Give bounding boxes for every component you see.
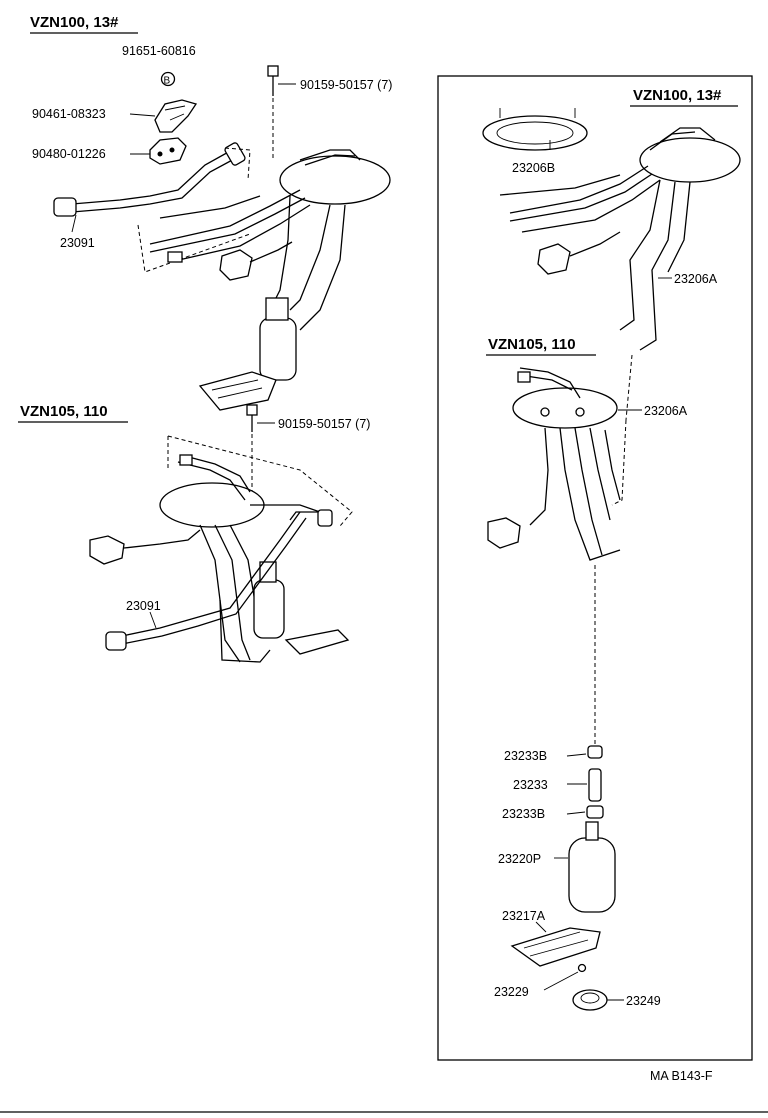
- left-top-group: VZN100, 13# 91651-60816 B 90461-08323 90…: [30, 14, 392, 500]
- circle-b-label: B: [164, 76, 171, 87]
- grommet-b-icon: [160, 71, 176, 87]
- connector-bottom: [89, 535, 125, 565]
- label-23206A-mid: 23206A: [644, 404, 688, 418]
- pump-flange-right-top: [639, 137, 741, 183]
- label-23233: 23233: [513, 778, 548, 792]
- label-91651: 91651-60816: [122, 44, 196, 58]
- cushion-23233B-top: [587, 745, 603, 759]
- right-top-header: VZN100, 13#: [633, 87, 722, 104]
- label-23220P: 23220P: [498, 852, 541, 866]
- filter-23217A: [510, 927, 601, 967]
- connector-right-top: [537, 243, 571, 275]
- cushion-23233B-bottom: [586, 805, 604, 819]
- bracket-right-top: [619, 179, 661, 331]
- filter-top: [198, 371, 277, 411]
- hose-end-left-top: [53, 197, 77, 217]
- filter-bottom: [284, 629, 350, 655]
- hose-end-right-top: [224, 142, 246, 166]
- right-panel: VZN100, 13# 23206B 23206A VZN105, 110: [437, 75, 753, 1061]
- label-23249: 23249: [626, 994, 661, 1008]
- gasket-23206B: [482, 115, 588, 151]
- right-panel-border: [437, 75, 753, 1061]
- bolt-mid-icon: [246, 404, 258, 416]
- label-90159-top: 90159-50157 (7): [300, 78, 392, 92]
- fuel-line-1: [149, 189, 301, 245]
- right-mid-header: VZN105, 110: [488, 336, 576, 353]
- label-23233B-top: 23233B: [504, 749, 547, 763]
- fuel-pump-23220P: [568, 837, 616, 913]
- label-23217A: 23217A: [502, 909, 546, 923]
- label-23233B-bottom: 23233B: [502, 807, 545, 821]
- label-90480: 90480-01226: [32, 147, 106, 161]
- fuel-hose-bottom: [121, 511, 301, 637]
- fuel-pump-top: [259, 317, 297, 381]
- bracket-right-mid: [559, 427, 621, 561]
- fuel-hose-top: [71, 149, 233, 205]
- label-23091-top: 23091: [60, 236, 95, 250]
- clamp-90461-icon: [154, 99, 198, 133]
- diagram-code: MA B143-F: [650, 1069, 713, 1083]
- bracket-bottom: [199, 524, 241, 663]
- label-23091-bottom: 23091: [126, 599, 161, 613]
- label-23229: 23229: [494, 985, 529, 999]
- fuel-pump-bottom: [253, 579, 285, 639]
- label-90159-mid: 90159-50157 (7): [278, 417, 370, 431]
- left-bottom-header: VZN105, 110: [20, 403, 108, 420]
- pump-flange-right-mid: [512, 387, 618, 429]
- label-90461: 90461-08323: [32, 107, 106, 121]
- bolt-top-icon: [267, 65, 279, 77]
- left-top-header: VZN100, 13#: [30, 14, 119, 31]
- clip-23229: [577, 963, 587, 973]
- pump-flange-top: [279, 155, 391, 205]
- hose-23233: [588, 768, 602, 802]
- left-bottom-group: VZN105, 110 23091: [18, 403, 353, 663]
- connector-right-mid: [487, 517, 521, 549]
- label-23206A-top: 23206A: [674, 272, 718, 286]
- label-23206B: 23206B: [512, 161, 555, 175]
- bracket-top: [274, 195, 291, 301]
- clamp-90480-icon: [149, 137, 187, 165]
- connector-top: [219, 249, 253, 281]
